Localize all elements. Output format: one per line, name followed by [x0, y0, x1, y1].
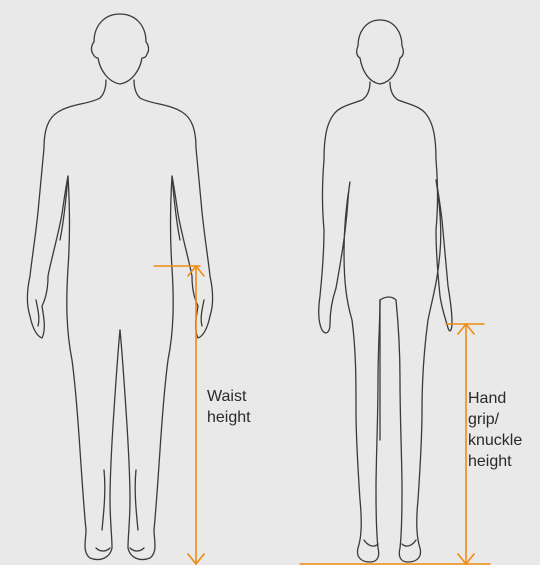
knuckle-height-label: Hand grip/ knuckle height — [468, 388, 522, 472]
waist-height-label-line-1: Waist — [207, 386, 251, 407]
measurement-lines — [154, 266, 490, 564]
knuckle-height-label-line-3: knuckle — [468, 430, 522, 451]
knuckle-height-label-line-1: Hand — [468, 388, 522, 409]
female-silhouette — [319, 20, 452, 562]
male-silhouette — [27, 14, 212, 560]
knuckle-height-label-line-2: grip/ — [468, 409, 522, 430]
knuckle-height-label-line-4: height — [468, 451, 522, 472]
waist-height-label-line-2: height — [207, 407, 251, 428]
waist-height-label: Waist height — [207, 386, 251, 428]
